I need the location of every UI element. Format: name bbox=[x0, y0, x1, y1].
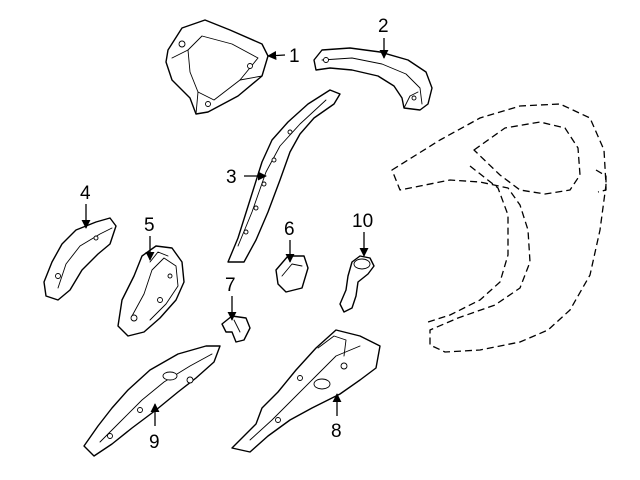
callout-10: 10 bbox=[352, 211, 373, 232]
callout-2: 2 bbox=[378, 16, 389, 37]
part-10-hose bbox=[339, 255, 375, 313]
part-4-bracket bbox=[43, 217, 117, 301]
part-5-inner-support bbox=[117, 245, 185, 337]
part-3-pillar-reinforcement bbox=[227, 89, 341, 263]
callout-labels: 1 2 3 4 5 6 7 8 9 10 bbox=[80, 16, 389, 453]
callout-1: 1 bbox=[289, 46, 300, 67]
part-6-small-plate bbox=[275, 255, 309, 293]
part-2-wheelhouse-arch bbox=[313, 47, 433, 111]
callout-5: 5 bbox=[144, 215, 155, 236]
part-7-clip bbox=[221, 315, 251, 343]
callout-9: 9 bbox=[149, 432, 160, 453]
part-1-upper-corner-panel bbox=[165, 19, 269, 115]
callout-8: 8 bbox=[331, 421, 342, 442]
part-9-lower-rail bbox=[83, 345, 221, 457]
leader-1 bbox=[267, 50, 286, 61]
part-8-floor-rail bbox=[231, 329, 381, 453]
callout-6: 6 bbox=[284, 219, 295, 240]
callout-3: 3 bbox=[226, 167, 237, 188]
callout-7: 7 bbox=[225, 275, 236, 296]
vehicle-body-outline bbox=[391, 103, 607, 353]
callout-4: 4 bbox=[80, 183, 91, 204]
leader-lines bbox=[81, 38, 389, 426]
